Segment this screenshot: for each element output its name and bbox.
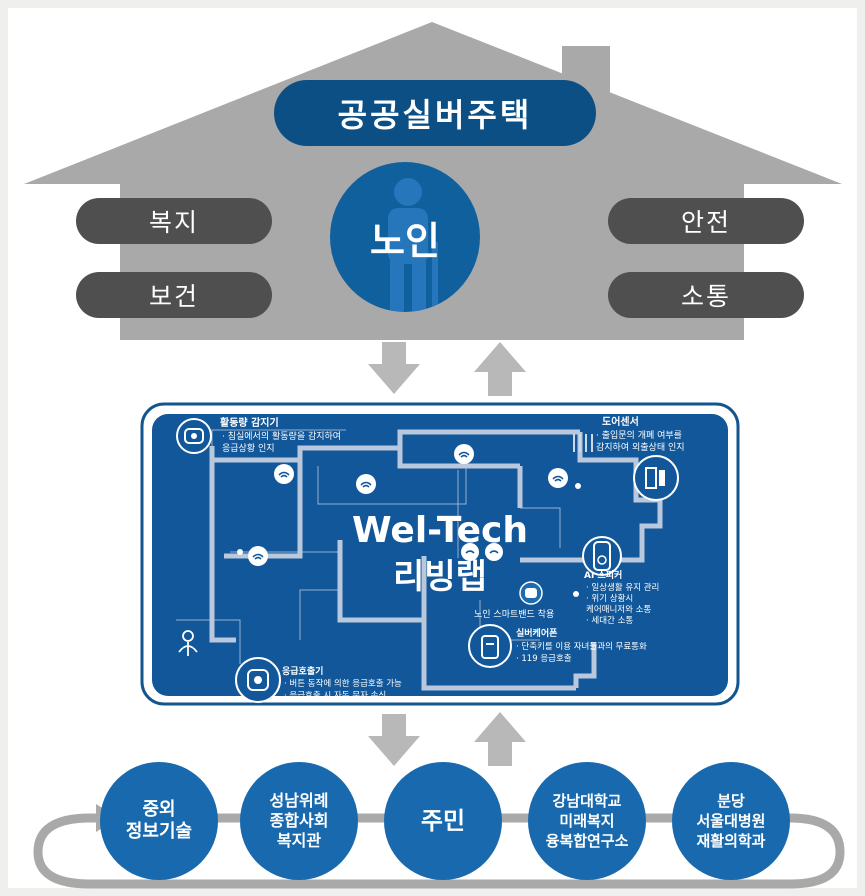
wifi-icon	[461, 543, 479, 561]
partner-node: 성남위례 종합사회 복지관	[240, 762, 358, 880]
up-arrow-top	[474, 342, 526, 396]
down-arrow-bottom	[368, 714, 420, 766]
wifi-icon	[485, 543, 503, 561]
elderly-person-icon	[388, 178, 438, 312]
wifi-icon	[454, 444, 474, 464]
pill-communication: 소통	[608, 272, 804, 318]
phone-desc-2: · 119 응급호출	[516, 653, 572, 664]
activity-title: 활동량 감지기	[220, 416, 279, 429]
emergency-desc-1: · 버튼 동작에 의한 응급호출 가능	[284, 678, 402, 689]
person-icon	[178, 630, 198, 656]
door-title: 도어센서	[602, 415, 639, 428]
partner-node: 중외 정보기술	[100, 762, 218, 880]
floorplan-panel	[152, 414, 728, 696]
emergency-desc-2: · 응급호출 시 자동 문자 송신	[284, 690, 386, 701]
sensor-dot	[573, 591, 579, 597]
pill-health: 보건	[76, 272, 272, 318]
wifi-icon	[274, 464, 294, 484]
door-desc-1: · 출입문의 개폐 여부를	[596, 429, 682, 441]
partner-node: 주민	[384, 762, 502, 880]
activity-desc-1: · 침실에서의 활동량을 감지하여	[222, 430, 341, 442]
wifi-icon	[548, 468, 568, 488]
ai-speaker-icon	[582, 536, 622, 576]
phone-title: 실버케어폰	[516, 627, 557, 639]
phone-desc-1: · 단축키를 이용 자녀들과의 무료통화	[516, 641, 647, 652]
up-arrow-bottom	[474, 712, 526, 766]
emergency-title: 응급호출기	[282, 665, 323, 677]
elderly-circle: 노인	[330, 162, 480, 312]
ai-desc-1: · 일상생활 유지 관리	[586, 582, 659, 593]
pill-welfare: 복지	[76, 198, 272, 244]
ai-desc-2: · 위기 상황시	[586, 593, 633, 604]
house-title: 공공실버주택	[274, 80, 596, 146]
band-title: 노인 스마트밴드 착용	[474, 609, 554, 620]
sensor-dot	[575, 483, 581, 489]
smart-band-icon	[519, 581, 543, 605]
ai-title: AI 스피커	[584, 569, 622, 581]
activity-desc-2: 응급상황 인지	[222, 443, 275, 454]
door-desc-2: 감지하여 외출상태 인지	[596, 441, 685, 453]
floorplan-title-2: 리빙랩	[393, 557, 487, 597]
activity-sensor-icon	[176, 418, 212, 454]
partner-node: 분당 서울대병원 재활의학과	[672, 762, 790, 880]
wifi-icon	[356, 474, 376, 494]
sensor-dot	[237, 549, 243, 555]
door-sensor-icon	[633, 455, 679, 501]
floorplan-inner-lines	[176, 429, 561, 664]
wifi-icon	[248, 546, 268, 566]
elderly-label: 노인	[370, 218, 440, 263]
wifi-markers	[248, 444, 568, 566]
ai-desc-3: 케어매니저와 소통	[586, 604, 651, 615]
floorplan-title-1: Wel-Tech	[352, 510, 528, 551]
down-arrow-top	[368, 342, 420, 394]
pill-safety: 안전	[608, 198, 804, 244]
partner-node: 강남대학교 미래복지 융복합연구소	[528, 762, 646, 880]
partner-loop	[33, 813, 845, 889]
ai-desc-4: · 세대간 소통	[586, 615, 633, 626]
care-phone-icon	[468, 624, 512, 668]
emergency-caller-icon	[235, 657, 281, 703]
radiator-icon	[573, 434, 593, 452]
